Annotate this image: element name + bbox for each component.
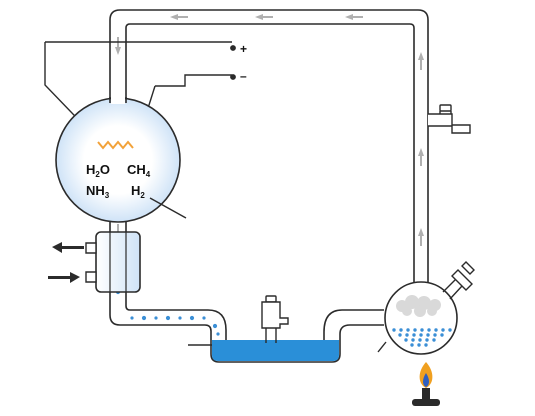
bubble — [404, 338, 408, 342]
lower-tube — [109, 222, 384, 363]
return-tube — [109, 9, 429, 298]
boiling-flask — [377, 261, 475, 355]
bubble — [411, 338, 415, 342]
bubble — [165, 315, 171, 321]
gas-methane: CH4 — [127, 162, 151, 179]
bubble — [178, 316, 182, 320]
arrow-up-icon — [418, 148, 424, 166]
bubble — [425, 338, 429, 342]
arrow-left-icon — [345, 14, 363, 20]
bubble — [189, 315, 195, 321]
arrow-left-icon — [170, 14, 188, 20]
arrow-up-icon — [418, 52, 424, 70]
bubble — [441, 328, 445, 332]
bubble — [141, 315, 147, 321]
gas-water: H2O — [86, 162, 110, 179]
arrow-up-icon — [418, 228, 424, 246]
arrow-left-icon — [52, 242, 84, 253]
gas-hydrogen: H2 — [131, 183, 145, 200]
bubble — [410, 343, 414, 347]
flame-icon — [419, 362, 433, 388]
bubble — [427, 328, 431, 332]
bubble — [432, 338, 436, 342]
arrow-down-icon — [115, 37, 121, 55]
bubble — [392, 328, 396, 332]
water-vapor-cloud — [396, 295, 441, 317]
bubble — [417, 343, 421, 347]
stopcock-icon — [261, 295, 289, 343]
water-trap — [188, 340, 339, 361]
stopcock-icon — [428, 104, 471, 134]
bubble — [433, 333, 437, 337]
bubble — [418, 338, 422, 342]
reaction-flask — [55, 96, 187, 223]
bubble — [424, 343, 428, 347]
bubble — [405, 333, 409, 337]
arrow-right-icon — [48, 272, 80, 283]
arrow-left-icon — [255, 14, 273, 20]
bubble — [426, 333, 430, 337]
bubble — [216, 332, 220, 336]
bubble — [212, 323, 218, 329]
bubble — [413, 328, 417, 332]
gas-ammonia: NH3 — [86, 183, 110, 200]
bubble — [406, 328, 410, 332]
positive-terminal-label: + — [240, 42, 248, 56]
bubble — [434, 328, 438, 332]
condenser — [48, 231, 141, 293]
spark-zigzag — [97, 140, 134, 150]
bubble — [398, 333, 402, 337]
bubble — [420, 328, 424, 332]
bubble — [440, 333, 444, 337]
bubble — [399, 328, 403, 332]
bubble — [202, 316, 206, 320]
stopcock-icon — [442, 261, 475, 300]
bunsen-burner — [412, 362, 440, 406]
bubble — [154, 316, 158, 320]
bubble — [448, 328, 452, 332]
bubble — [130, 316, 134, 320]
bubble — [412, 333, 416, 337]
negative-terminal-label: – — [240, 69, 247, 83]
bubble — [419, 333, 423, 337]
